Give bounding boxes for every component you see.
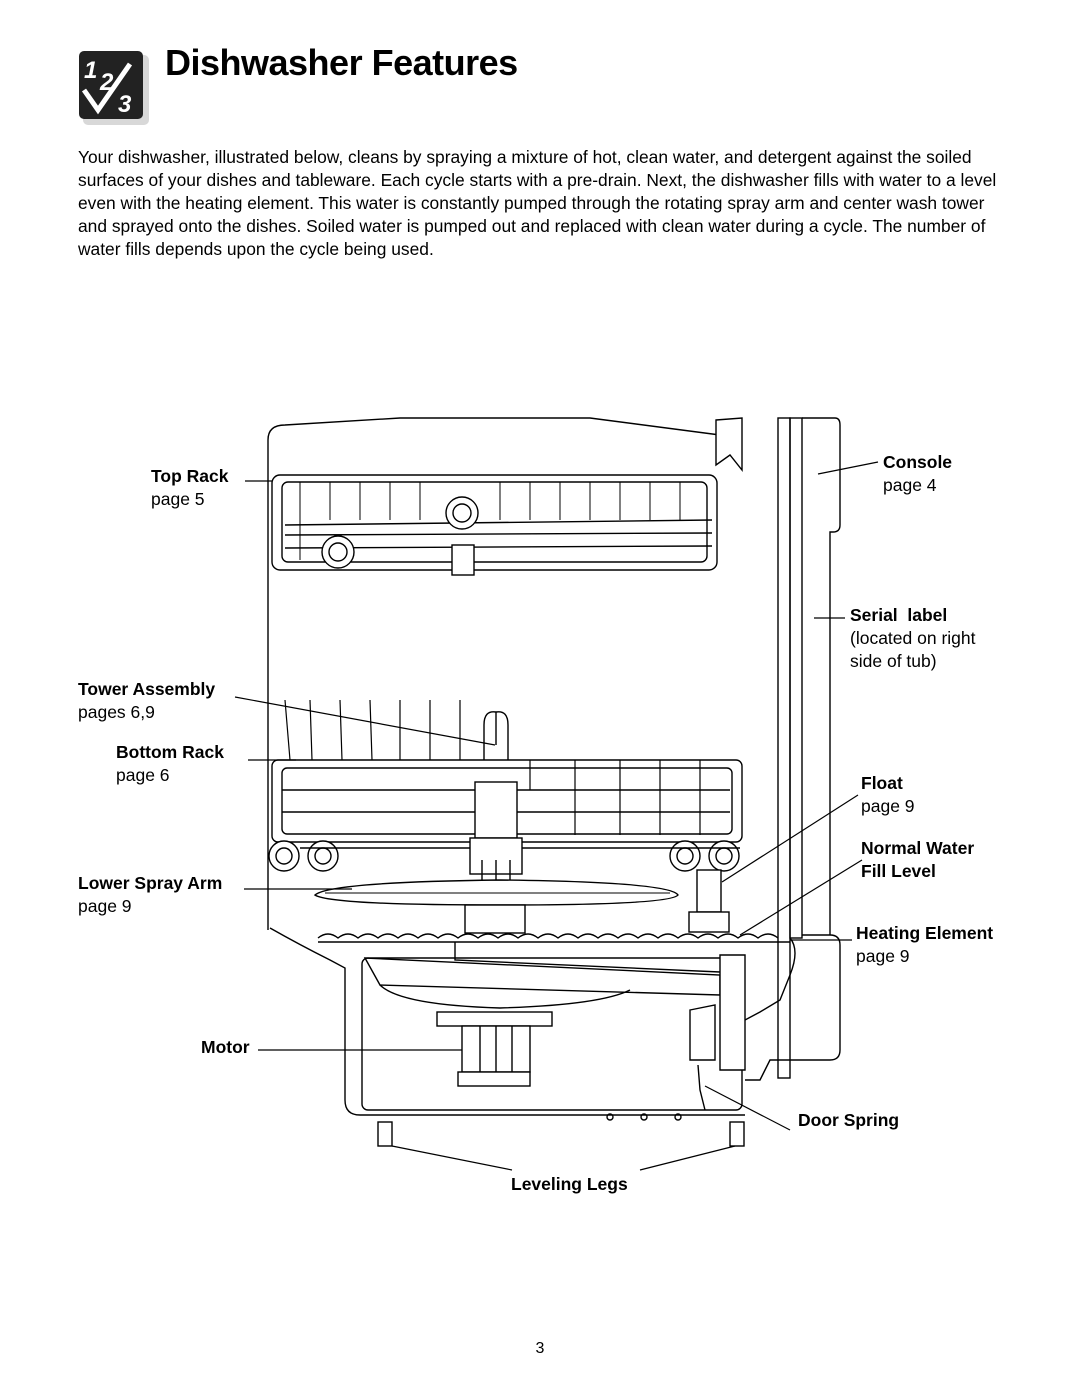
label-name: Top Rack (151, 466, 229, 486)
label-ref: pages 6,9 (78, 702, 155, 722)
label-serial-label: Serial label (located on right side of t… (850, 604, 976, 673)
label-ref: page 9 (78, 896, 132, 916)
label-top-rack: Top Rack page 5 (151, 465, 228, 511)
label-lower-spray-arm: Lower Spray Arm page 9 (78, 872, 222, 918)
label-name: Float (861, 773, 903, 793)
label-normal-water-fill-level: Normal Water Fill Level (861, 837, 974, 883)
page-title: Dishwasher Features (165, 42, 518, 83)
label-tower-assembly: Tower Assembly pages 6,9 (78, 678, 215, 724)
label-bottom-rack: Bottom Rack page 6 (116, 741, 224, 787)
page-number: 3 (535, 1340, 545, 1357)
label-ref: (located on right (850, 628, 976, 648)
label-name: Heating Element (856, 923, 994, 943)
steps-123-icon: 1 2 3 (79, 51, 149, 125)
svg-text:3: 3 (118, 91, 132, 118)
label-ref: side of tub) (850, 651, 937, 671)
dishwasher-diagram (234, 417, 879, 1171)
label-float: Float page 9 (861, 772, 915, 818)
label-ref: page 9 (861, 796, 915, 816)
label-door-spring: Door Spring (798, 1109, 899, 1132)
label-name: Console (883, 452, 953, 472)
intro-paragraph: Your dishwasher, illustrated below, clea… (78, 147, 997, 259)
label-name: Bottom Rack (116, 742, 224, 762)
label-name: Normal Water (861, 838, 975, 858)
label-name: Door Spring (798, 1110, 900, 1130)
label-name: Fill Level (861, 861, 936, 881)
label-name: Serial label (850, 605, 948, 625)
label-name: Lower Spray Arm (78, 873, 223, 893)
label-leveling-legs: Leveling Legs (511, 1173, 628, 1196)
label-console: Console page 4 (883, 451, 952, 497)
label-ref: page 9 (856, 946, 910, 966)
label-motor: Motor (201, 1036, 250, 1059)
label-heating-element: Heating Element page 9 (856, 922, 993, 968)
label-name: Motor (201, 1037, 250, 1057)
label-ref: page 4 (883, 475, 937, 495)
label-name: Leveling Legs (511, 1174, 628, 1194)
label-ref: page 6 (116, 765, 170, 785)
label-ref: page 5 (151, 489, 205, 509)
svg-text:1: 1 (84, 57, 97, 84)
label-name: Tower Assembly (78, 679, 216, 699)
